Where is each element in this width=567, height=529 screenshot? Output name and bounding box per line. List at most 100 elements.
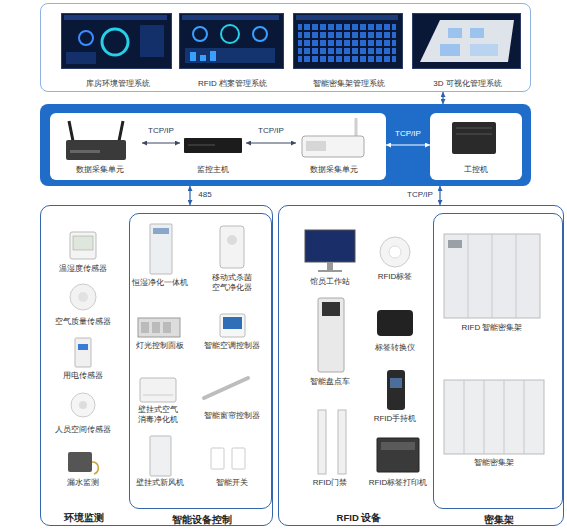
edge-label: 485 (180, 190, 230, 200)
device-label: 智能空调控制器 (197, 341, 267, 351)
dev-node: 监控主机 (180, 116, 246, 178)
screen-header (64, 15, 167, 20)
device-label: 恒湿净化一体机 (125, 278, 195, 288)
shot-node: 库房环境管理系统 (61, 13, 172, 69)
antenna (355, 118, 358, 136)
handheld-icon (387, 370, 405, 410)
node-caption: 智能密集架管理系统 (284, 79, 414, 89)
screen-room (440, 44, 460, 56)
device-label: 智能盘点车 (300, 377, 360, 387)
screen-gauge (102, 29, 128, 55)
screen-gauge (193, 27, 207, 41)
screen-room (448, 28, 462, 38)
shelf-divider (492, 234, 493, 318)
host-icon (184, 138, 242, 153)
shelf-divider (524, 380, 525, 454)
node-caption: 工控机 (430, 165, 522, 175)
shelf-icon (444, 380, 544, 454)
whitebox-node: 工控机 (430, 113, 522, 180)
mobile-purifier-icon (220, 226, 244, 268)
workstation-stand (327, 262, 333, 270)
screen-room (470, 28, 484, 38)
printer-detail (381, 442, 415, 450)
device-label: 智能密集架 (454, 458, 534, 468)
wall-purifier-detail (143, 395, 173, 396)
node-caption: 监控主机 (180, 165, 246, 175)
edge-label: TCP/IP (395, 190, 445, 200)
host-detail (188, 145, 215, 146)
device-label: RFID标签打印机 (363, 478, 433, 488)
mobile-purifier-detail (227, 235, 237, 245)
whitebox-node: 数据采集单元监控主机数据采集单元 (50, 113, 386, 180)
device-label: 温湿度传感器 (43, 264, 123, 274)
dev-node: 数据采集单元 (58, 116, 142, 178)
band-node: 数据采集单元监控主机数据采集单元工控机 (40, 104, 531, 186)
curtain-arm-icon (204, 378, 248, 398)
screen-widget (185, 48, 275, 63)
connector-arrow (189, 186, 190, 205)
group-heading: 智能设备控制 (130, 514, 273, 526)
connector-arrow (246, 142, 296, 143)
device-label: RFID手持机 (365, 414, 425, 424)
node-caption: 数据采集单元 (58, 165, 142, 175)
device-label: 漏水监测 (43, 478, 123, 488)
switch-icon (211, 448, 224, 469)
power-sensor-detail (78, 344, 88, 350)
workstation-stand (318, 270, 342, 272)
shelf-divider (484, 380, 485, 454)
panel-node: 智能设备控制 (129, 213, 272, 509)
ipc-detail (456, 134, 492, 135)
edge-label: TCP/IP (383, 129, 433, 139)
screen-gauge (221, 25, 239, 43)
leak-sensor-icon (68, 452, 92, 472)
presence-sensor-detail (79, 401, 87, 409)
power-sensor-icon (75, 338, 91, 367)
light-panel-detail (141, 322, 149, 333)
light-panel-detail (152, 322, 160, 333)
antenna (69, 121, 73, 141)
collector-detail (306, 141, 326, 151)
panel-top-node: 库房环境管理系统RFID 档案管理系统智能密集架管理系统3D 可视化管理系统 (40, 3, 531, 92)
device-label: RFID标签 (365, 272, 425, 282)
group-heading: 环境监测 (44, 512, 124, 524)
ac-controller-screen (223, 317, 242, 329)
device-label: 智能开关 (202, 478, 262, 488)
device-label: RIFD 智能密集架 (447, 323, 537, 333)
light-panel-detail (163, 322, 171, 333)
device-label: 用电传感器 (43, 371, 123, 381)
group-heading: RFID 设备 (299, 512, 419, 524)
workstation-monitor (305, 230, 355, 262)
fresh-air-icon (150, 436, 171, 476)
shelf-divider (516, 234, 517, 318)
shot-node: RFID 档案管理系统 (179, 13, 284, 69)
screen-widget (66, 52, 96, 64)
panel-node: 环境监测智能设备控制 (40, 205, 273, 526)
screen-bar (210, 51, 216, 61)
screen-header (182, 15, 279, 20)
device-label: 馆员工作站 (295, 277, 365, 287)
ipc-detail (456, 128, 492, 129)
handheld-screen (390, 378, 402, 388)
purifier-detail (153, 228, 169, 234)
dev-node: 数据采集单元 (296, 116, 372, 178)
device-label: 空气质量传感器 (43, 317, 123, 327)
light-panel-icon (138, 318, 180, 337)
screen-bar (190, 52, 196, 61)
collector-detail (70, 150, 100, 153)
switch-icon (232, 448, 245, 469)
collector-icon (302, 136, 364, 157)
screen-floorplan (420, 20, 514, 62)
connector-arrow (439, 186, 440, 205)
ac-controller-icon (220, 314, 245, 337)
screen-gauge (79, 31, 93, 45)
device-label: 移动式杀菌 空气净化器 (208, 273, 256, 293)
screen-widget (140, 25, 164, 57)
edge-label: TCP/IP (246, 126, 296, 136)
presence-sensor-icon (71, 393, 95, 417)
node-caption: RFID 档案管理系统 (168, 79, 297, 89)
device-label: 灯光控制面板 (125, 341, 195, 351)
thermo-icon (70, 232, 96, 259)
tag-roll-core (389, 246, 401, 258)
